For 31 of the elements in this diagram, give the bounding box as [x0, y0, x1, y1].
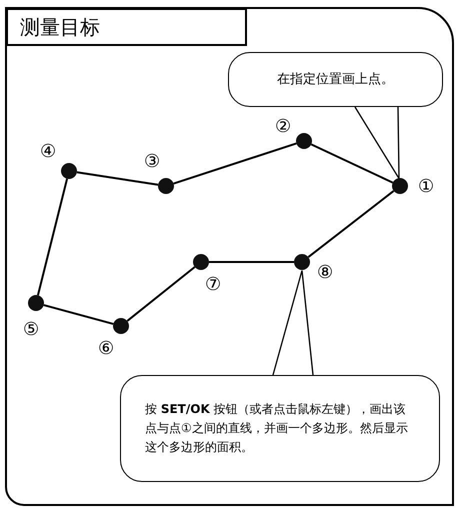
- callout-tail: [272, 270, 314, 376]
- point-dot: [294, 254, 310, 270]
- point-dot: [392, 178, 408, 194]
- point-dot: [28, 295, 44, 311]
- title-tab: 测量目标: [6, 8, 247, 46]
- point-number: ⑤: [23, 319, 40, 341]
- point-number: ⑦: [205, 274, 222, 296]
- point-dot: [193, 254, 209, 270]
- callout-tail: [354, 106, 400, 180]
- polygon-edge: [209, 261, 294, 263]
- polygon-edge: [173, 142, 297, 184]
- speech-bubble: [120, 375, 440, 482]
- polygon-edge: [76, 171, 158, 186]
- polygon-edge: [43, 304, 114, 325]
- point-number: ④: [40, 141, 56, 163]
- point-number: ⑧: [317, 262, 334, 284]
- point-number: ②: [275, 116, 292, 138]
- polygon-edge: [308, 190, 394, 258]
- point-number: ①: [418, 176, 434, 198]
- callout-text: 按 SET/OK 按钮（或者点击鼠标左键），画出该点与点①之间的直线，并画一个多边形。然后显示这个多边形的面积。: [145, 401, 409, 456]
- point-number: ③: [144, 151, 160, 173]
- point-dot: [113, 318, 129, 334]
- polygon-edge: [36, 178, 68, 296]
- speech-bubble: [228, 52, 443, 107]
- point-dot: [296, 133, 312, 149]
- polygon-edge: [310, 143, 394, 184]
- callout-text: 在指定位置画上点。: [277, 71, 394, 89]
- point-dot: [158, 178, 174, 194]
- polygon-edge: [126, 266, 196, 322]
- point-number: ⑥: [98, 338, 114, 360]
- point-dot: [61, 163, 77, 179]
